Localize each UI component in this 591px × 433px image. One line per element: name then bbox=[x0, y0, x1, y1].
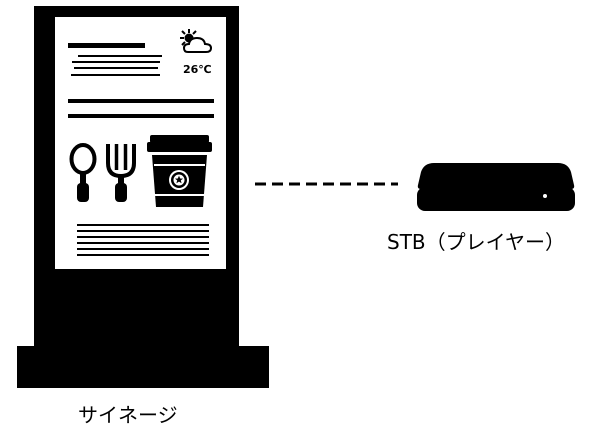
digital-signage-kiosk: 26℃ bbox=[17, 6, 269, 388]
screen-footer-text bbox=[77, 224, 209, 256]
screen-divider bbox=[68, 99, 214, 103]
weather-widget: 26℃ bbox=[180, 29, 213, 76]
set-top-box-icon bbox=[417, 163, 575, 211]
stb-led bbox=[543, 194, 547, 198]
spoon-icon bbox=[69, 143, 97, 202]
coffee-cup-icon bbox=[147, 135, 212, 207]
fork-icon bbox=[106, 144, 136, 202]
stb-caption: STB（プレイヤー） bbox=[387, 230, 566, 254]
screen-header-text bbox=[68, 43, 162, 76]
signage-caption: サイネージ bbox=[78, 403, 178, 427]
sun-cloud-icon bbox=[180, 29, 213, 53]
kiosk-base bbox=[17, 365, 269, 388]
kiosk-base-top bbox=[17, 346, 269, 365]
screen-divider bbox=[68, 114, 214, 118]
temperature-text: 26℃ bbox=[183, 63, 212, 76]
